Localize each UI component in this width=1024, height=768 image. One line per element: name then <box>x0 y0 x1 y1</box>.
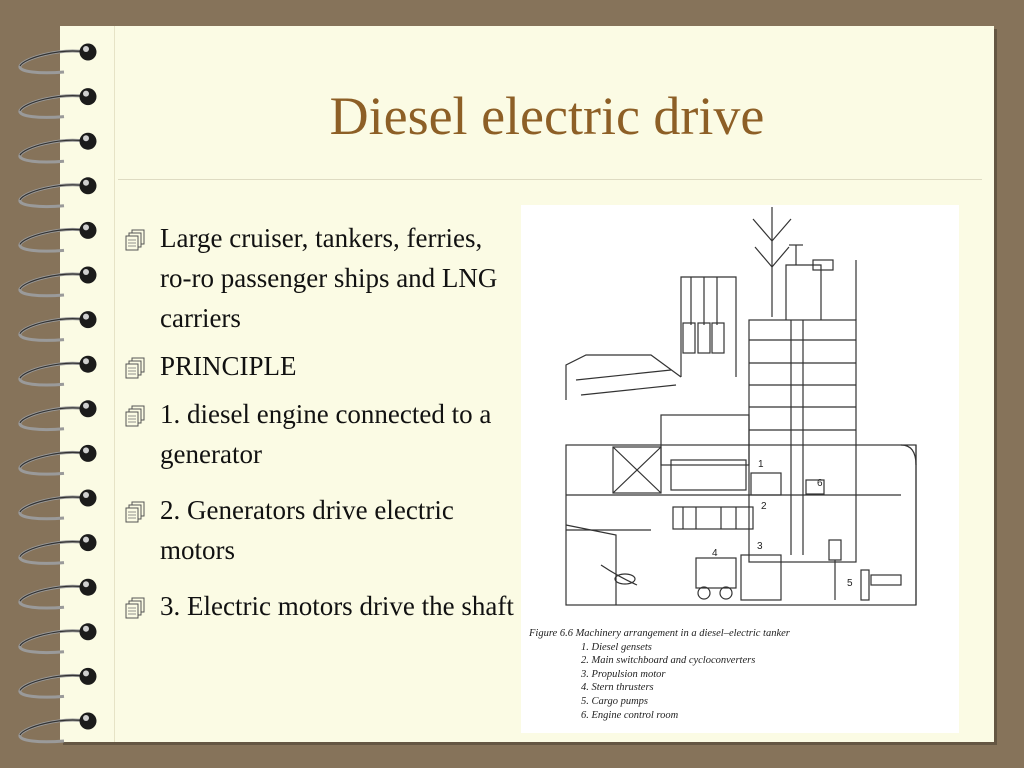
bullet-item: 3. Electric motors drive the shaft <box>120 586 515 626</box>
spiral-ring-icon <box>18 489 97 521</box>
notebook-bullet-icon <box>125 405 145 427</box>
caption-title: Figure 6.6 Machinery arrangement in a di… <box>529 628 790 639</box>
spiral-ring-icon <box>18 88 97 119</box>
callout-label: 1 <box>758 459 764 470</box>
tanker-machinery-drawing <box>565 207 917 606</box>
figure-caption: Figure 6.6 Machinery arrangement in a di… <box>529 627 949 722</box>
spiral-ring-icon <box>18 578 97 610</box>
spiral-ring-icon <box>18 266 97 298</box>
caption-item: 2. Main switchboard and cycloconverters <box>581 655 756 667</box>
paper-margin-line <box>114 26 115 742</box>
bullet-text: 1. diesel engine connected to a generato… <box>160 399 492 469</box>
notebook-bullet-icon <box>125 357 145 379</box>
notebook-bullet-icon <box>125 229 145 251</box>
callout-label: 6 <box>817 478 823 489</box>
bullet-list: Large cruiser, tankers, ferries, ro-ro p… <box>120 218 515 626</box>
bullet-text: PRINCIPLE <box>160 351 297 381</box>
caption-item: 1. Diesel gensets <box>581 641 652 653</box>
bullet-text: 3. Electric motors drive the shaft <box>160 591 514 621</box>
caption-item: 6. Engine control room <box>581 709 679 721</box>
slide-title: Diesel electric drive <box>329 86 765 146</box>
spiral-ring-icon <box>18 355 97 387</box>
spiral-ring-icon <box>18 444 97 476</box>
figure-callouts: 1 2 3 4 5 6 <box>712 459 853 589</box>
spiral-ring-icon <box>18 623 97 655</box>
spiral-ring-icon <box>18 667 97 699</box>
notebook-bullet-icon <box>125 597 145 619</box>
callout-label: 2 <box>761 501 767 512</box>
spiral-ring-icon <box>18 177 97 209</box>
spiral-ring-icon <box>18 400 97 432</box>
spiral-binding <box>18 43 97 744</box>
bullet-item: Large cruiser, tankers, ferries, ro-ro p… <box>120 218 515 338</box>
spiral-ring-icon <box>18 311 97 342</box>
bullet-item: PRINCIPLE <box>120 346 515 386</box>
title-divider <box>118 179 982 180</box>
callout-label: 3 <box>757 541 763 552</box>
spiral-ring-icon <box>18 221 97 253</box>
caption-item: 3. Propulsion motor <box>581 668 666 680</box>
caption-item: 4. Stern thrusters <box>581 682 654 694</box>
callout-label: 5 <box>847 578 853 589</box>
machinery-figure: 1 2 3 4 5 6 Figure 6.6 Machinery arrange… <box>521 205 959 733</box>
bullet-item: 2. Generators drive electric motors <box>120 490 515 570</box>
spiral-ring-icon <box>18 132 97 164</box>
caption-item: 5. Cargo pumps <box>581 695 648 707</box>
spiral-ring-icon <box>18 712 97 744</box>
spiral-ring-icon <box>18 43 97 75</box>
spiral-ring-icon <box>18 534 97 565</box>
callout-label: 4 <box>712 548 718 559</box>
bullet-item: 1. diesel engine connected to a generato… <box>120 394 515 474</box>
bullet-text: 2. Generators drive electric motors <box>160 495 454 565</box>
bullet-text: Large cruiser, tankers, ferries, ro-ro p… <box>160 223 498 333</box>
notebook-bullet-icon <box>125 501 145 523</box>
